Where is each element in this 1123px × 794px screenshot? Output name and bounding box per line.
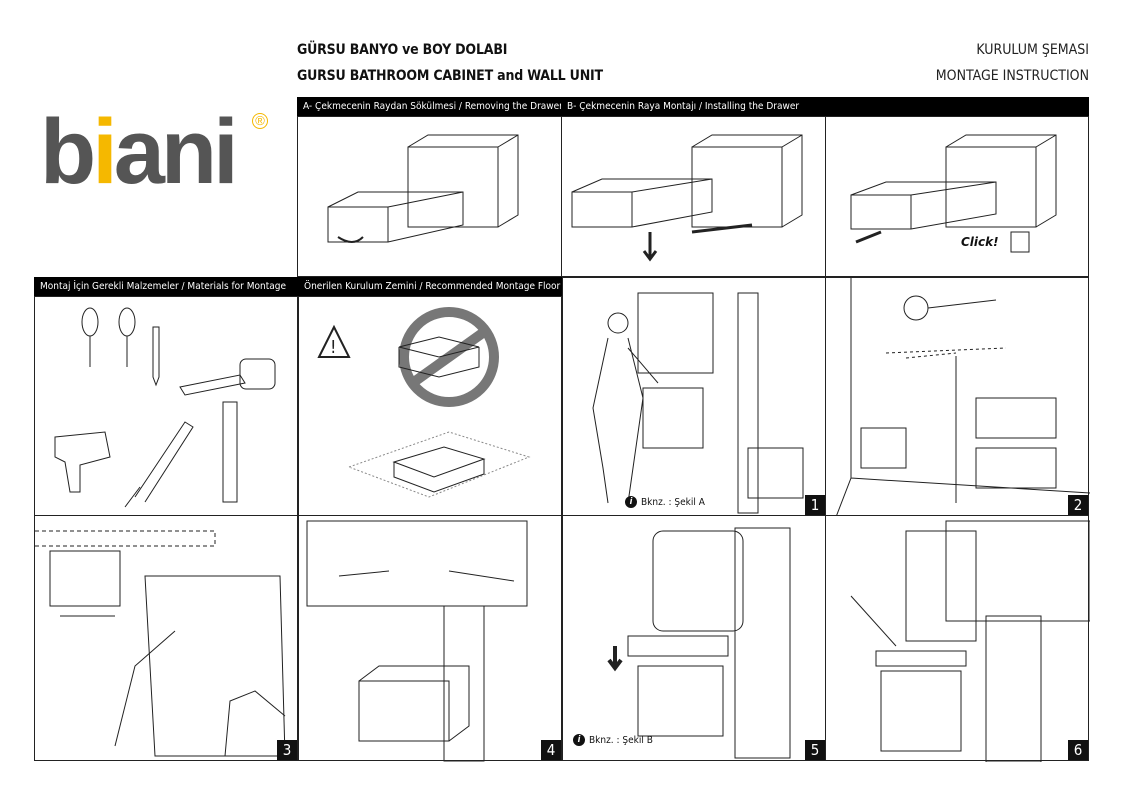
panel-materials [34, 296, 298, 516]
materials-header: Montaj İçin Gerekli Malzemeler / Materia… [34, 277, 298, 296]
info-icon: i [625, 496, 637, 508]
section-b-header: B- Çekmecenin Raya Montajı / Installing … [561, 97, 1089, 116]
panel-install-drawer-1 [561, 116, 826, 277]
title-en: GURSU BATHROOM CABINET and WALL UNIT [297, 68, 603, 84]
tools-illustration [54, 307, 276, 508]
panel-remove-drawer [297, 116, 562, 277]
svg-text:!: ! [330, 337, 337, 358]
floor-header: Önerilen Kurulum Zemini / Recommended Mo… [298, 277, 562, 296]
step-4-illustration [306, 520, 528, 762]
step-number: 2 [1068, 495, 1088, 515]
step-number: 6 [1068, 740, 1088, 760]
biani-logo: biani [40, 101, 239, 203]
panel-install-drawer-2: Click! [825, 116, 1089, 277]
drawer-install-illustration [571, 134, 803, 262]
step-number: 4 [541, 740, 561, 760]
registered-mark: ® [252, 113, 268, 129]
panel-step-4: 4 [298, 515, 562, 762]
subtitle-en: MONTAGE INSTRUCTION [935, 68, 1089, 84]
step-3-illustration [35, 530, 286, 757]
subtitle-tr: KURULUM ŞEMASI [976, 42, 1089, 58]
panel-floor: ! [298, 296, 562, 516]
panel-step-6: 6 [825, 515, 1090, 762]
title-tr: GÜRSU BANYO ve BOY DOLABI [297, 42, 508, 58]
step-1-illustration [592, 292, 804, 514]
step-5-illustration [607, 527, 791, 759]
drawer-click-illustration [850, 134, 1057, 253]
step-number: 1 [805, 495, 825, 515]
click-label: Click! [961, 235, 999, 249]
step-2-illustration [835, 278, 1090, 517]
drawer-removal-illustration [327, 134, 519, 243]
step-number: 3 [277, 740, 297, 760]
panel-step-2: 2 [825, 277, 1090, 517]
panel-step-3: 3 [34, 515, 298, 761]
section-a-header: A- Çekmecenin Raydan Sökülmesi / Removin… [297, 97, 563, 116]
step-6-illustration [850, 520, 1090, 762]
floor-illustration: ! [317, 307, 531, 498]
info-icon: i [573, 734, 585, 746]
step-number: 5 [805, 740, 825, 760]
